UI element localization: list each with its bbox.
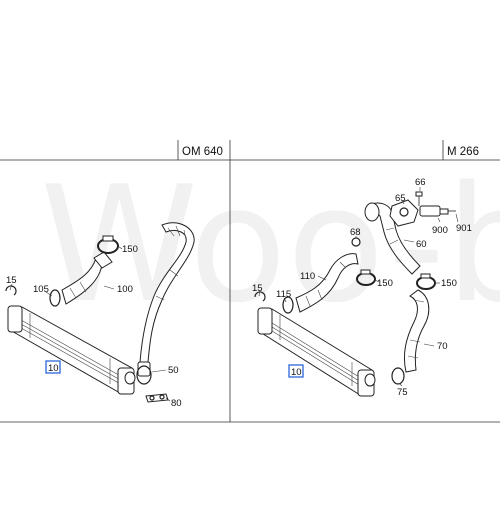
left-bracket-80	[145, 393, 169, 403]
right-bolt-66	[415, 191, 423, 206]
left-hose-100	[61, 251, 113, 305]
left-label-50: 50	[168, 365, 179, 376]
left-engine-label: OM 640	[182, 146, 223, 158]
right-label-900: 900	[432, 225, 448, 236]
left-label-15: 15	[6, 275, 17, 286]
right-flange-65	[389, 199, 419, 227]
right-hose-110	[295, 253, 359, 313]
right-label-10: 10	[291, 367, 302, 378]
right-label-75: 75	[397, 387, 408, 398]
right-seal-115	[282, 296, 294, 314]
right-sensor-900	[419, 205, 456, 217]
left-charge-pipe-50	[137, 222, 195, 377]
right-label-65: 65	[395, 193, 406, 204]
left-label-80: 80	[171, 398, 182, 409]
right-seal-75	[391, 367, 405, 385]
left-label-10: 10	[48, 363, 59, 374]
left-label-100: 100	[117, 284, 133, 295]
right-label-901: 901	[456, 223, 472, 234]
right-hose-70	[403, 289, 430, 373]
left-intercooler	[7, 305, 136, 395]
right-engine-label: M 266	[447, 146, 479, 158]
right-label-70: 70	[437, 341, 448, 352]
left-clip-15	[5, 285, 17, 296]
right-label-150a: 150	[377, 278, 393, 289]
right-label-115: 115	[276, 289, 291, 300]
left-label-150: 150	[122, 244, 138, 255]
right-label-60: 60	[416, 239, 427, 250]
right-label-110: 110	[300, 271, 315, 282]
right-clip-15	[254, 291, 266, 302]
right-clamp-150a	[356, 269, 376, 286]
right-label-68: 68	[350, 227, 361, 238]
right-intercooler	[257, 307, 376, 397]
right-throttle-pipe-60	[364, 202, 421, 275]
left-seal-50	[136, 365, 152, 385]
right-label-66: 66	[415, 177, 426, 188]
left-label-10-box	[45, 360, 61, 374]
right-label-15: 15	[252, 283, 263, 294]
right-label-150b: 150	[441, 278, 457, 289]
left-seal-105	[49, 289, 61, 307]
left-label-105: 105	[33, 284, 49, 295]
right-label-10-box	[288, 364, 304, 378]
